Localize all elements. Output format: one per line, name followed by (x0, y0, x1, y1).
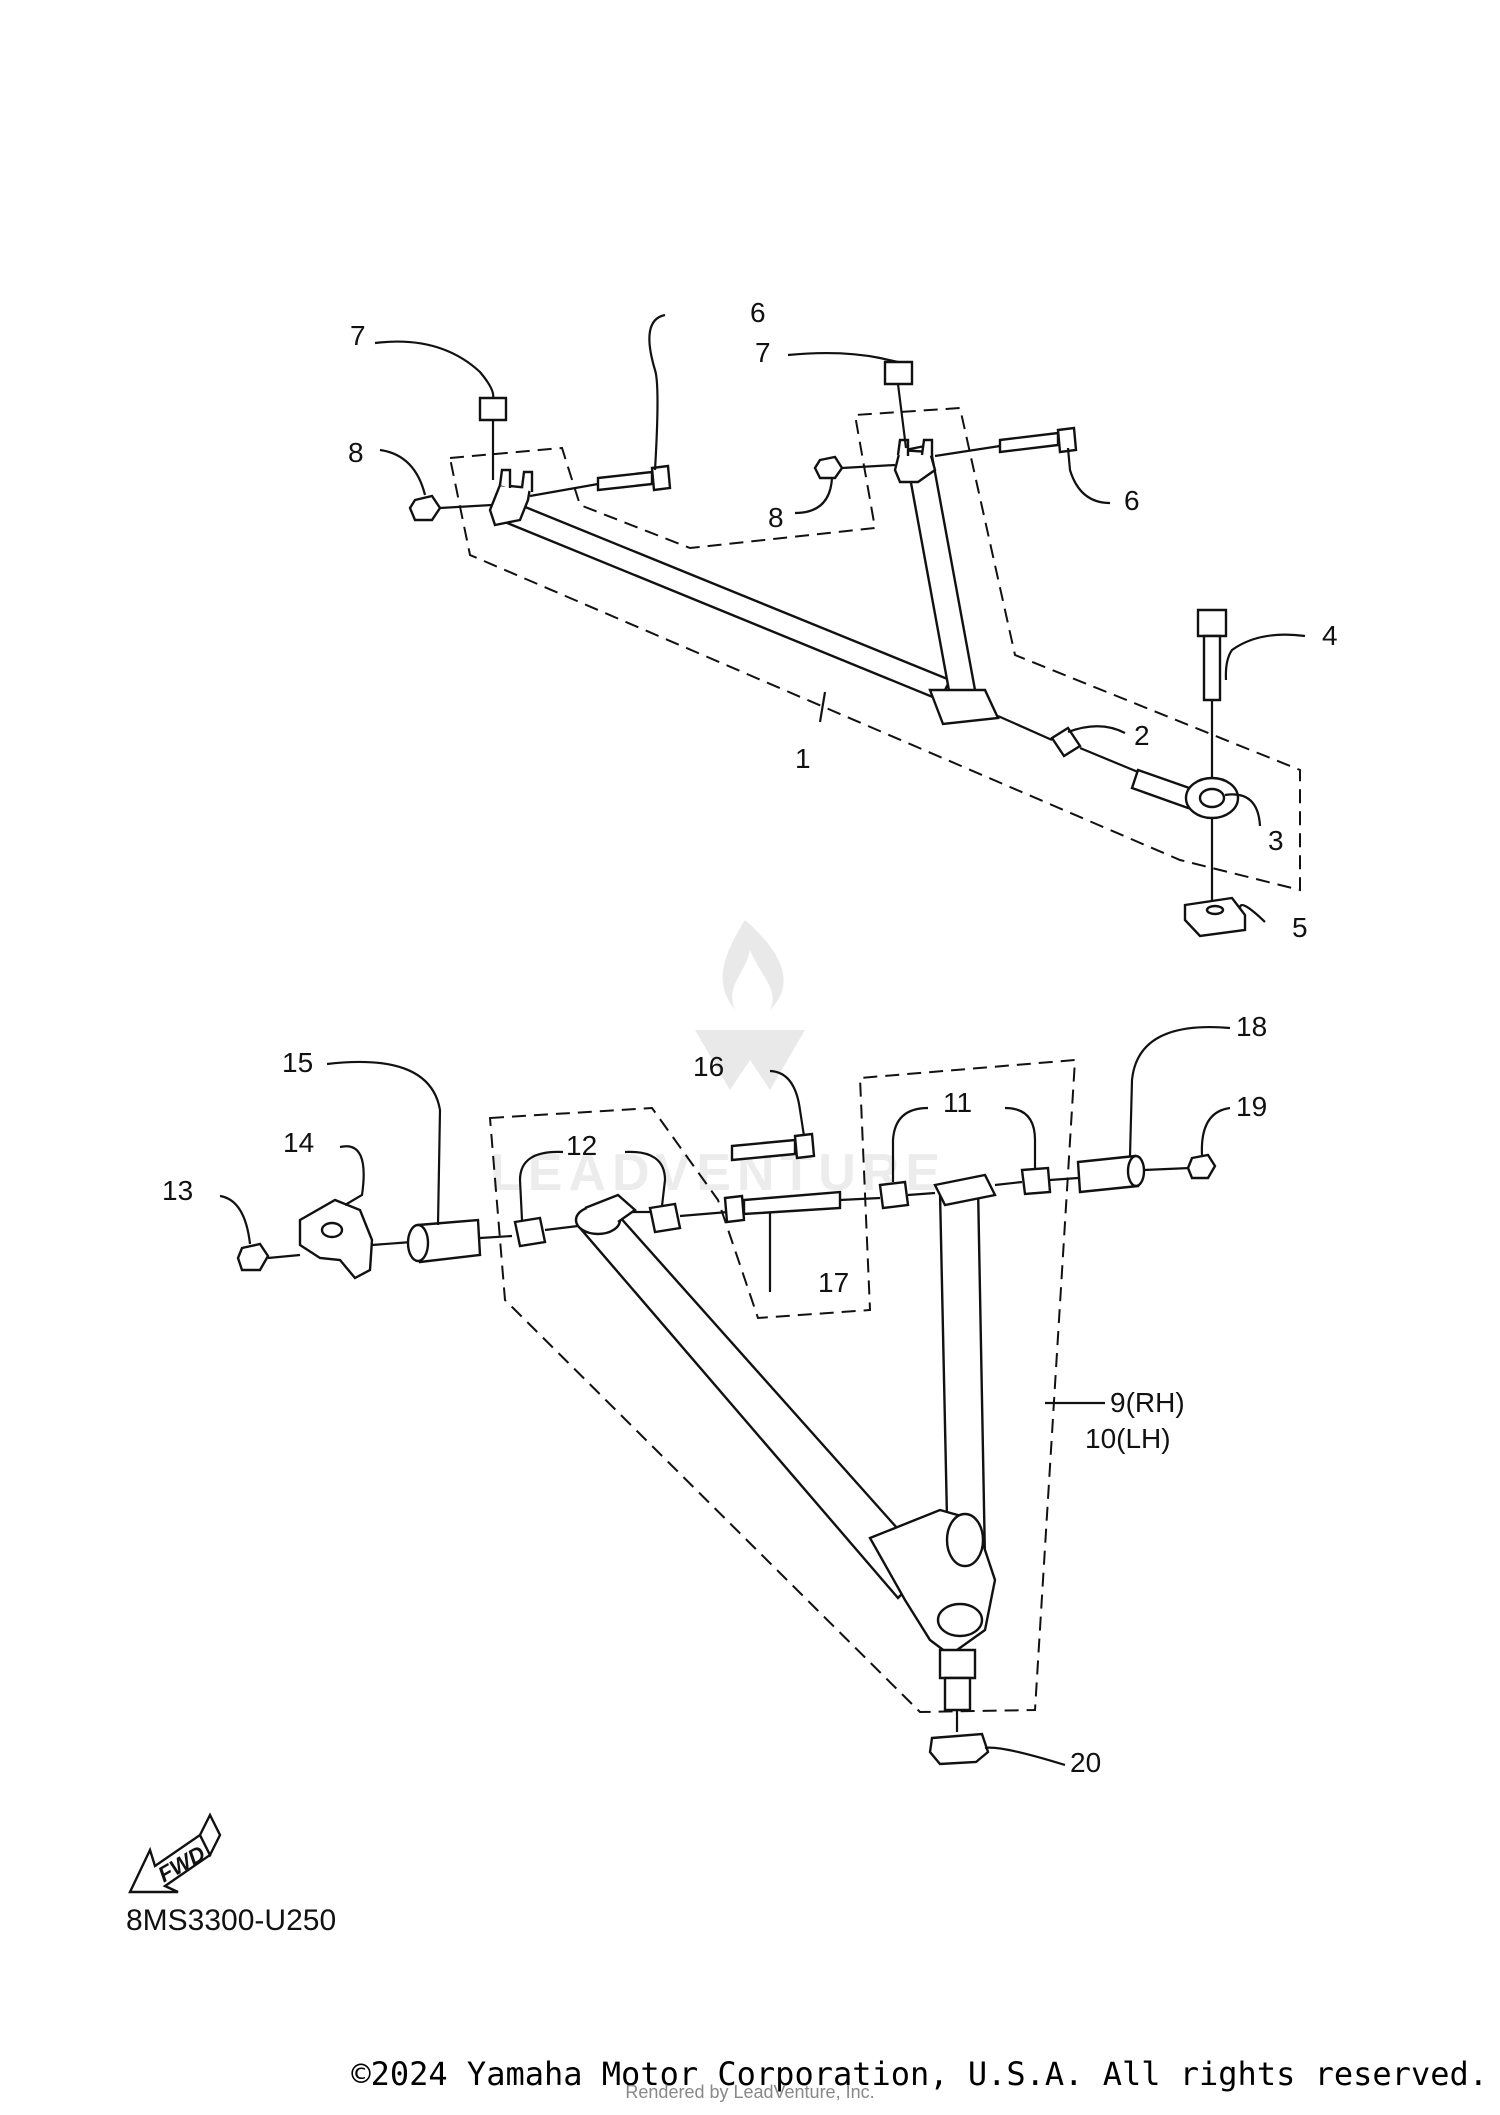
callout-11: 11 (943, 1087, 972, 1118)
callout-6-left: 6 (750, 297, 766, 328)
rod-end-part-3 (1130, 768, 1240, 820)
callout-12: 12 (566, 1130, 597, 1161)
lower-arm-part-9-10 (574, 1173, 997, 1712)
spacer-part-5 (1183, 818, 1247, 938)
collar-part-15 (406, 1218, 482, 1264)
callout-14: 14 (283, 1127, 314, 1158)
callout-15: 15 (282, 1047, 313, 1078)
bushing-part-12-right (648, 1202, 682, 1234)
nut-part-8-right (813, 455, 844, 480)
callout-3: 3 (1268, 825, 1284, 856)
diagram-code: 8MS3300-U250 (126, 1904, 336, 1937)
callout-8-right: 8 (768, 502, 784, 533)
upper-arm-dashed-outline (448, 406, 1301, 892)
nut-part-20 (928, 1732, 990, 1766)
bushing-part-11-right (1020, 1166, 1052, 1196)
callout-7-right: 7 (755, 337, 771, 368)
bolt-part-17 (723, 1190, 842, 1224)
callout-9-rh: 9(RH) (1110, 1387, 1185, 1418)
nut-part-8-left (408, 494, 442, 522)
callout-17: 17 (818, 1267, 849, 1298)
callout-13: 13 (162, 1175, 193, 1206)
bushing-part-11-left (878, 1180, 910, 1210)
callout-10-lh: 10(LH) (1085, 1423, 1171, 1454)
bushing-part-12-left (513, 1216, 547, 1248)
lower-arm-dashed-outline (488, 1058, 1077, 1714)
callout-19: 19 (1236, 1091, 1267, 1122)
callout-8-left: 8 (348, 437, 364, 468)
callout-4: 4 (1322, 620, 1338, 651)
callout-20: 20 (1070, 1747, 1101, 1778)
leader-lines (219, 313, 1306, 1767)
callout-5: 5 (1292, 912, 1308, 943)
collar-part-7-left (478, 396, 508, 422)
copyright-notice: ©2024 Yamaha Motor Corporation, U.S.A. A… (351, 2055, 1488, 2093)
callout-16: 16 (693, 1051, 724, 1082)
upper-arm-part-1 (488, 438, 1000, 726)
collar-part-7-right (883, 360, 914, 386)
bolt-part-6-left (529, 464, 672, 498)
bracket-part-14 (298, 1198, 374, 1280)
bolt-part-4 (1196, 608, 1228, 778)
callout-2: 2 (1134, 720, 1150, 751)
callout-7-left: 7 (350, 320, 366, 351)
bolt-part-16 (730, 1132, 816, 1162)
locknut-part-2 (1050, 726, 1082, 758)
collar-part-18 (1076, 1154, 1146, 1194)
callout-6-right: 6 (1124, 485, 1140, 516)
rendered-by-notice: Rendered by LeadVenture, Inc. (625, 2082, 875, 2102)
nut-part-19 (1186, 1153, 1217, 1180)
nut-part-13 (236, 1242, 270, 1272)
fwd-arrow-icon: FWD (128, 1812, 222, 1894)
callout-18: 18 (1236, 1011, 1267, 1042)
callout-1: 1 (795, 743, 811, 774)
bolt-part-6-right (934, 426, 1078, 458)
